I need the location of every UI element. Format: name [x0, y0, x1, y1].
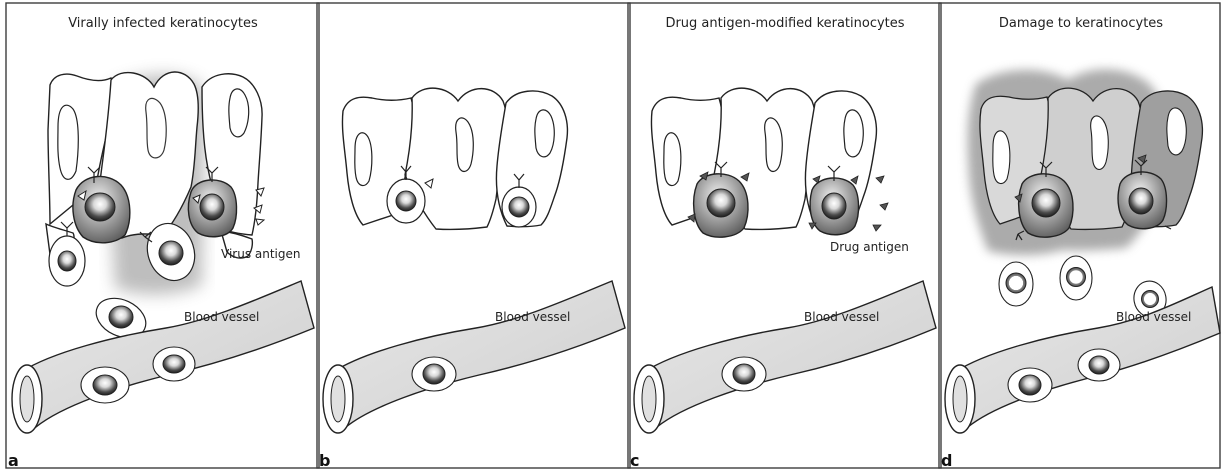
- panel-d: Damage to keratinocytes Blood vessel d: [941, 16, 1220, 470]
- panel-a: Virally infected keratinocytes Virus ant…: [8, 16, 314, 470]
- panel-c-letter: c: [630, 451, 639, 470]
- panel-d-letter: d: [941, 451, 952, 470]
- panel-c-blood-vessel-label: Blood vessel: [804, 310, 879, 324]
- panel-a-letter: a: [8, 451, 19, 470]
- panel-d-title: Damage to keratinocytes: [999, 16, 1163, 31]
- panel-c-drug-antigen-label: Drug antigen: [830, 240, 909, 254]
- panel-c: Drug antigen-modified keratinocytes Drug…: [630, 16, 936, 470]
- panel-a-blood-vessel-label: Blood vessel: [184, 310, 259, 324]
- panel-d-blood-vessel-label: Blood vessel: [1116, 310, 1191, 324]
- panel-a-virus-antigen-label: Virus antigen: [221, 247, 301, 261]
- panel-c-title: Drug antigen-modified keratinocytes: [665, 16, 904, 31]
- panel-a-title: Virally infected keratinocytes: [68, 16, 258, 31]
- panel-b-letter: b: [319, 451, 330, 470]
- panel-b: Blood vessel b: [319, 88, 625, 470]
- panel-b-blood-vessel-label: Blood vessel: [495, 310, 570, 324]
